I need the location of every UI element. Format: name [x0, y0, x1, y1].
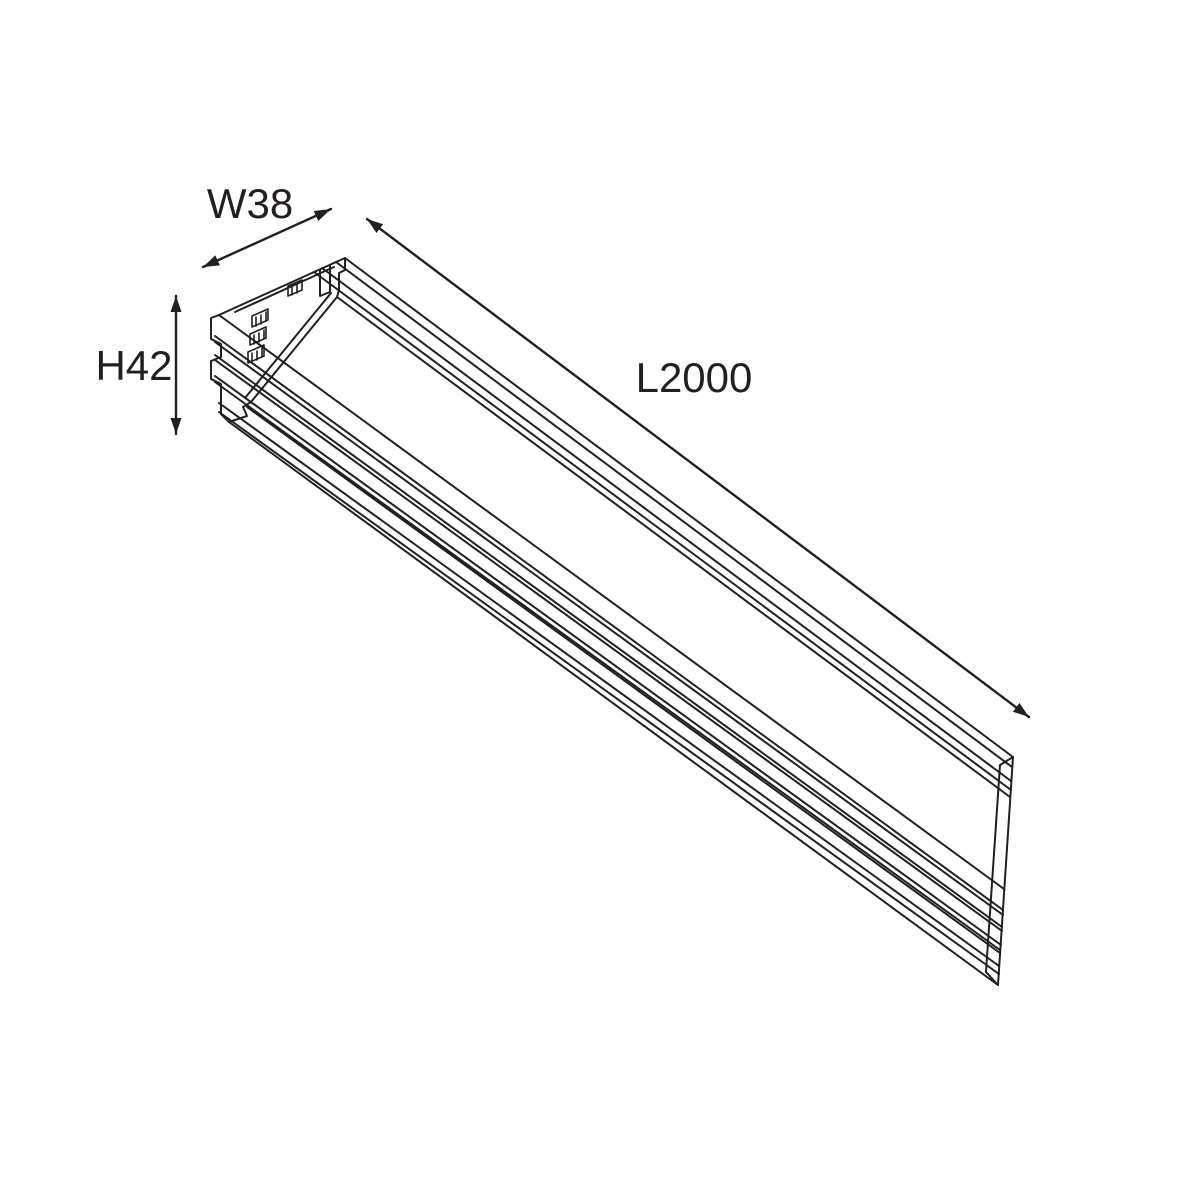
conductor-slots: [247, 279, 303, 364]
arrowhead: [170, 418, 182, 434]
conductor-slot-hatch: [291, 284, 298, 296]
length-edge-line: [218, 314, 1005, 890]
profile-length-edges: [214, 257, 1014, 986]
profile-inner-diagonal: [244, 292, 332, 399]
length-dimension-label: L2000: [636, 354, 753, 401]
length-edge-line: [218, 402, 1000, 967]
arrowhead: [170, 296, 182, 312]
conductor-slot-hatch: [251, 347, 263, 363]
length-edge-line: [313, 271, 1012, 791]
width-dimension-label: W38: [207, 180, 293, 227]
dimension-arrowheads: [170, 209, 1029, 717]
conductor-slot-hatch: [255, 311, 267, 327]
width-dimension-line: [201, 207, 333, 269]
profile-end-face: [985, 756, 1014, 986]
length-edge-line: [214, 341, 1004, 916]
conductor-slot: [249, 326, 267, 346]
length-edge-line: [218, 411, 1000, 975]
length-edge-line: [335, 261, 1013, 768]
profile-drawing: [210, 257, 1014, 986]
length-edge-line: [336, 296, 1011, 798]
arrowhead: [203, 255, 220, 267]
length-edge-line: [214, 354, 1003, 928]
length-edge-line: [214, 375, 1002, 946]
length-edge-line: [246, 406, 1001, 954]
profile-cross-section-outline: [210, 257, 346, 423]
arrowhead: [313, 209, 331, 221]
length-dimension-line: [365, 217, 1031, 719]
profile-u-channel: [319, 265, 331, 297]
length-edge-line: [344, 257, 1014, 758]
length-edge-line: [214, 335, 1004, 911]
length-edge-line: [214, 381, 1001, 951]
arrowhead: [367, 219, 384, 233]
conductor-slot: [287, 279, 303, 297]
height-dimension-label: H42: [95, 342, 172, 389]
conductor-slot: [251, 308, 269, 328]
length-edge-line: [214, 359, 1003, 932]
dimension-lines: [174, 207, 1031, 719]
dimension-labels: W38 H42 L2000: [95, 180, 752, 401]
length-edge-line: [228, 421, 999, 986]
arrowhead: [1012, 703, 1029, 717]
length-edge-line: [321, 267, 1012, 782]
